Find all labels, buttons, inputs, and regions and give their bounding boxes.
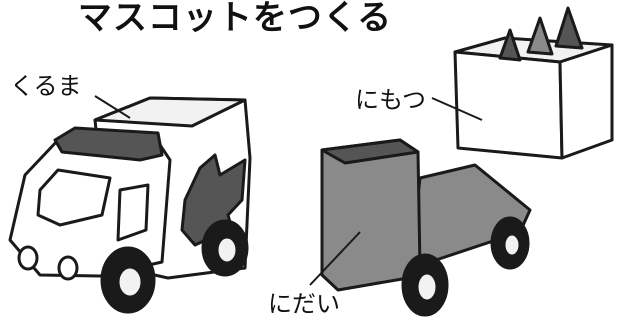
cargo-spike-right [554,6,584,50]
label-cargo: にもつ [355,86,427,114]
cargo-spike-left [498,28,522,62]
page-title: マスコットをつくる [77,0,393,38]
truck-illustration [8,96,252,314]
bed-wheel-rear-hub [502,232,522,258]
truck-windshield [36,168,112,227]
cargo-illustration [453,6,614,160]
truck-headlight-right [57,255,79,281]
truck-wheel-front-hub [116,265,144,299]
truck-rear-box-top [93,96,247,128]
bed-back-panel-edge [320,138,420,165]
callout-line-truck [94,95,131,119]
callout-line-bed [309,231,361,286]
bed-illustration [320,138,532,317]
truck-cab-roof [53,126,164,162]
truck-headlight-left [17,245,39,271]
label-truck: くるま [10,72,82,100]
label-bed: にだい [268,290,340,318]
bed-back-panel [320,138,422,292]
cargo-spike-middle [526,16,554,56]
truck-wheel-rear-hub [215,235,239,265]
truck-side-window [116,183,150,242]
cargo-box-side [558,43,614,160]
callout-line-cargo [431,97,483,121]
cargo-box-front [453,50,564,160]
bed-wheel-front-hub [415,271,439,303]
